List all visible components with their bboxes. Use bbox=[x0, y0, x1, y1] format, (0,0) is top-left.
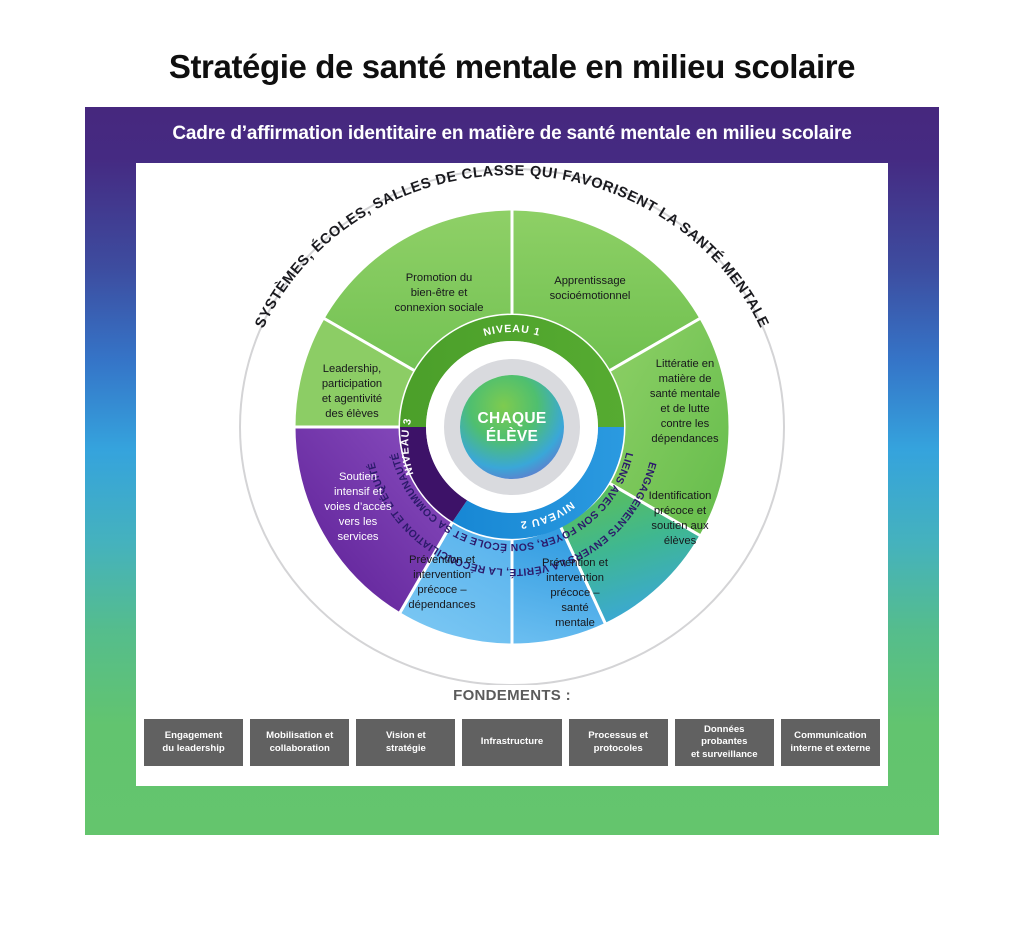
fondement-donnees-probantes[interactable]: Données probantes et surveillance bbox=[674, 719, 774, 766]
svg-text:intensif et: intensif et bbox=[334, 486, 383, 498]
fondement-line: du leadership bbox=[162, 742, 225, 754]
svg-text:Prévention et: Prévention et bbox=[409, 554, 476, 566]
fondement-line: protocoles bbox=[593, 742, 643, 754]
svg-text:Prévention et: Prévention et bbox=[542, 557, 609, 569]
fondement-line: et surveillance bbox=[690, 748, 758, 760]
niveau-3-label: NIVEAU 3 bbox=[399, 417, 416, 477]
fondement-engagement-leadership[interactable]: Engagement du leadership bbox=[144, 719, 244, 766]
fondement-line: Mobilisation et bbox=[266, 730, 334, 742]
svg-text:participation: participation bbox=[322, 378, 382, 390]
svg-text:mentale: mentale bbox=[555, 617, 595, 629]
wheel-diagram: SYSTÈMES, ÉCOLES, SALLES DE CLASSE QUI F… bbox=[136, 165, 888, 685]
label-promotion-bien-etre: Promotion du bien-être et connexion soci… bbox=[395, 272, 484, 314]
svg-text:socioémotionnel: socioémotionnel bbox=[550, 290, 631, 302]
band-niveau-1 bbox=[400, 315, 624, 427]
svg-text:et agentivité: et agentivité bbox=[322, 393, 382, 405]
gradient-frame: Cadre d’affirmation identitaire en matiè… bbox=[85, 107, 939, 835]
fondement-line: Données bbox=[704, 724, 745, 736]
svg-text:Apprentissage: Apprentissage bbox=[554, 275, 626, 287]
niveau-bands bbox=[400, 315, 624, 539]
fondement-line: Processus et bbox=[588, 730, 648, 742]
label-litteratie-sante-mentale: Littératie en matière de santé mentale e… bbox=[650, 358, 720, 445]
svg-text:contre les: contre les bbox=[661, 418, 710, 430]
band-niveau-2 bbox=[452, 427, 624, 539]
fondement-processus-protocoles[interactable]: Processus et protocoles bbox=[568, 719, 668, 766]
svg-text:intervention: intervention bbox=[546, 572, 604, 584]
svg-text:Soutien: Soutien bbox=[339, 471, 377, 483]
wheel-svg: SYSTÈMES, ÉCOLES, SALLES DE CLASSE QUI F… bbox=[239, 165, 785, 685]
fondement-line: Infrastructure bbox=[480, 736, 544, 748]
frame-subtitle: Cadre d’affirmation identitaire en matiè… bbox=[172, 123, 852, 144]
svg-text:Identification: Identification bbox=[649, 490, 712, 502]
svg-text:soutien aux: soutien aux bbox=[651, 520, 709, 532]
fondement-line: interne et externe bbox=[790, 742, 871, 754]
label-apprentissage-socioemotionnel: Apprentissage socioémotionnel bbox=[550, 275, 631, 302]
svg-text:vers les: vers les bbox=[339, 516, 378, 528]
page-title: Stratégie de santé mentale en milieu sco… bbox=[168, 48, 856, 85]
fondement-line: Engagement bbox=[164, 730, 223, 742]
fondement-line: probantes bbox=[701, 736, 748, 748]
svg-text:Littératie en: Littératie en bbox=[656, 358, 714, 370]
label-identification-precoce: Identification précoce et soutien aux él… bbox=[649, 490, 712, 547]
svg-text:dépendances: dépendances bbox=[651, 433, 719, 445]
fondements-row: Engagement du leadership Mobilisation et… bbox=[144, 719, 880, 766]
label-soutien-intensif: Soutien intensif et voies d’accès vers l… bbox=[324, 471, 392, 543]
svg-text:des élèves: des élèves bbox=[325, 408, 379, 420]
svg-text:santé mentale: santé mentale bbox=[650, 388, 720, 400]
ring-connection-band bbox=[444, 359, 580, 495]
svg-text:services: services bbox=[337, 531, 378, 543]
core-label-line2: ÉLÈVE bbox=[486, 428, 538, 445]
fondement-communication[interactable]: Communication interne et externe bbox=[780, 719, 880, 766]
svg-text:précoce et: précoce et bbox=[654, 505, 707, 517]
svg-text:Promotion du: Promotion du bbox=[406, 272, 473, 284]
band-niveau-3 bbox=[400, 427, 468, 522]
fondement-line: collaboration bbox=[269, 742, 330, 754]
svg-text:intervention: intervention bbox=[413, 569, 471, 581]
fondement-infrastructure[interactable]: Infrastructure bbox=[462, 719, 562, 766]
fondement-vision-strategie[interactable]: Vision et stratégie bbox=[356, 719, 456, 766]
ring-commitment-band bbox=[426, 341, 598, 513]
label-prevention-dependances: Prévention et intervention précoce – dép… bbox=[408, 554, 476, 611]
label-leadership-eleves: Leadership, participation et agentivité … bbox=[322, 363, 382, 420]
fondements-heading: FONDEMENTS : bbox=[453, 687, 571, 704]
svg-text:élèves: élèves bbox=[664, 535, 697, 547]
label-prevention-sante-mentale: Prévention et intervention précoce – san… bbox=[542, 557, 609, 629]
svg-text:Leadership,: Leadership, bbox=[323, 363, 381, 375]
white-card: SYSTÈMES, ÉCOLES, SALLES DE CLASSE QUI F… bbox=[136, 163, 888, 786]
fondement-line: stratégie bbox=[385, 742, 426, 754]
core-circle bbox=[460, 375, 564, 479]
svg-text:voies d’accès: voies d’accès bbox=[324, 501, 392, 513]
svg-text:bien-être et: bien-être et bbox=[411, 287, 468, 299]
outer-segments bbox=[292, 207, 732, 647]
core-label-line1: CHAQUE bbox=[478, 410, 547, 427]
niveau-1-label: NIVEAU 1 bbox=[482, 323, 542, 339]
svg-text:matière de: matière de bbox=[659, 373, 712, 385]
svg-text:précoce –: précoce – bbox=[550, 587, 600, 599]
fondement-mobilisation-collaboration[interactable]: Mobilisation et collaboration bbox=[250, 719, 350, 766]
svg-text:santé: santé bbox=[561, 602, 588, 614]
svg-text:dépendances: dépendances bbox=[408, 599, 476, 611]
fondement-line: Vision et bbox=[385, 730, 426, 742]
fondement-line: Communication bbox=[794, 730, 867, 742]
svg-text:et de lutte: et de lutte bbox=[660, 403, 709, 415]
svg-text:précoce –: précoce – bbox=[417, 584, 467, 596]
svg-text:connexion sociale: connexion sociale bbox=[395, 302, 484, 314]
